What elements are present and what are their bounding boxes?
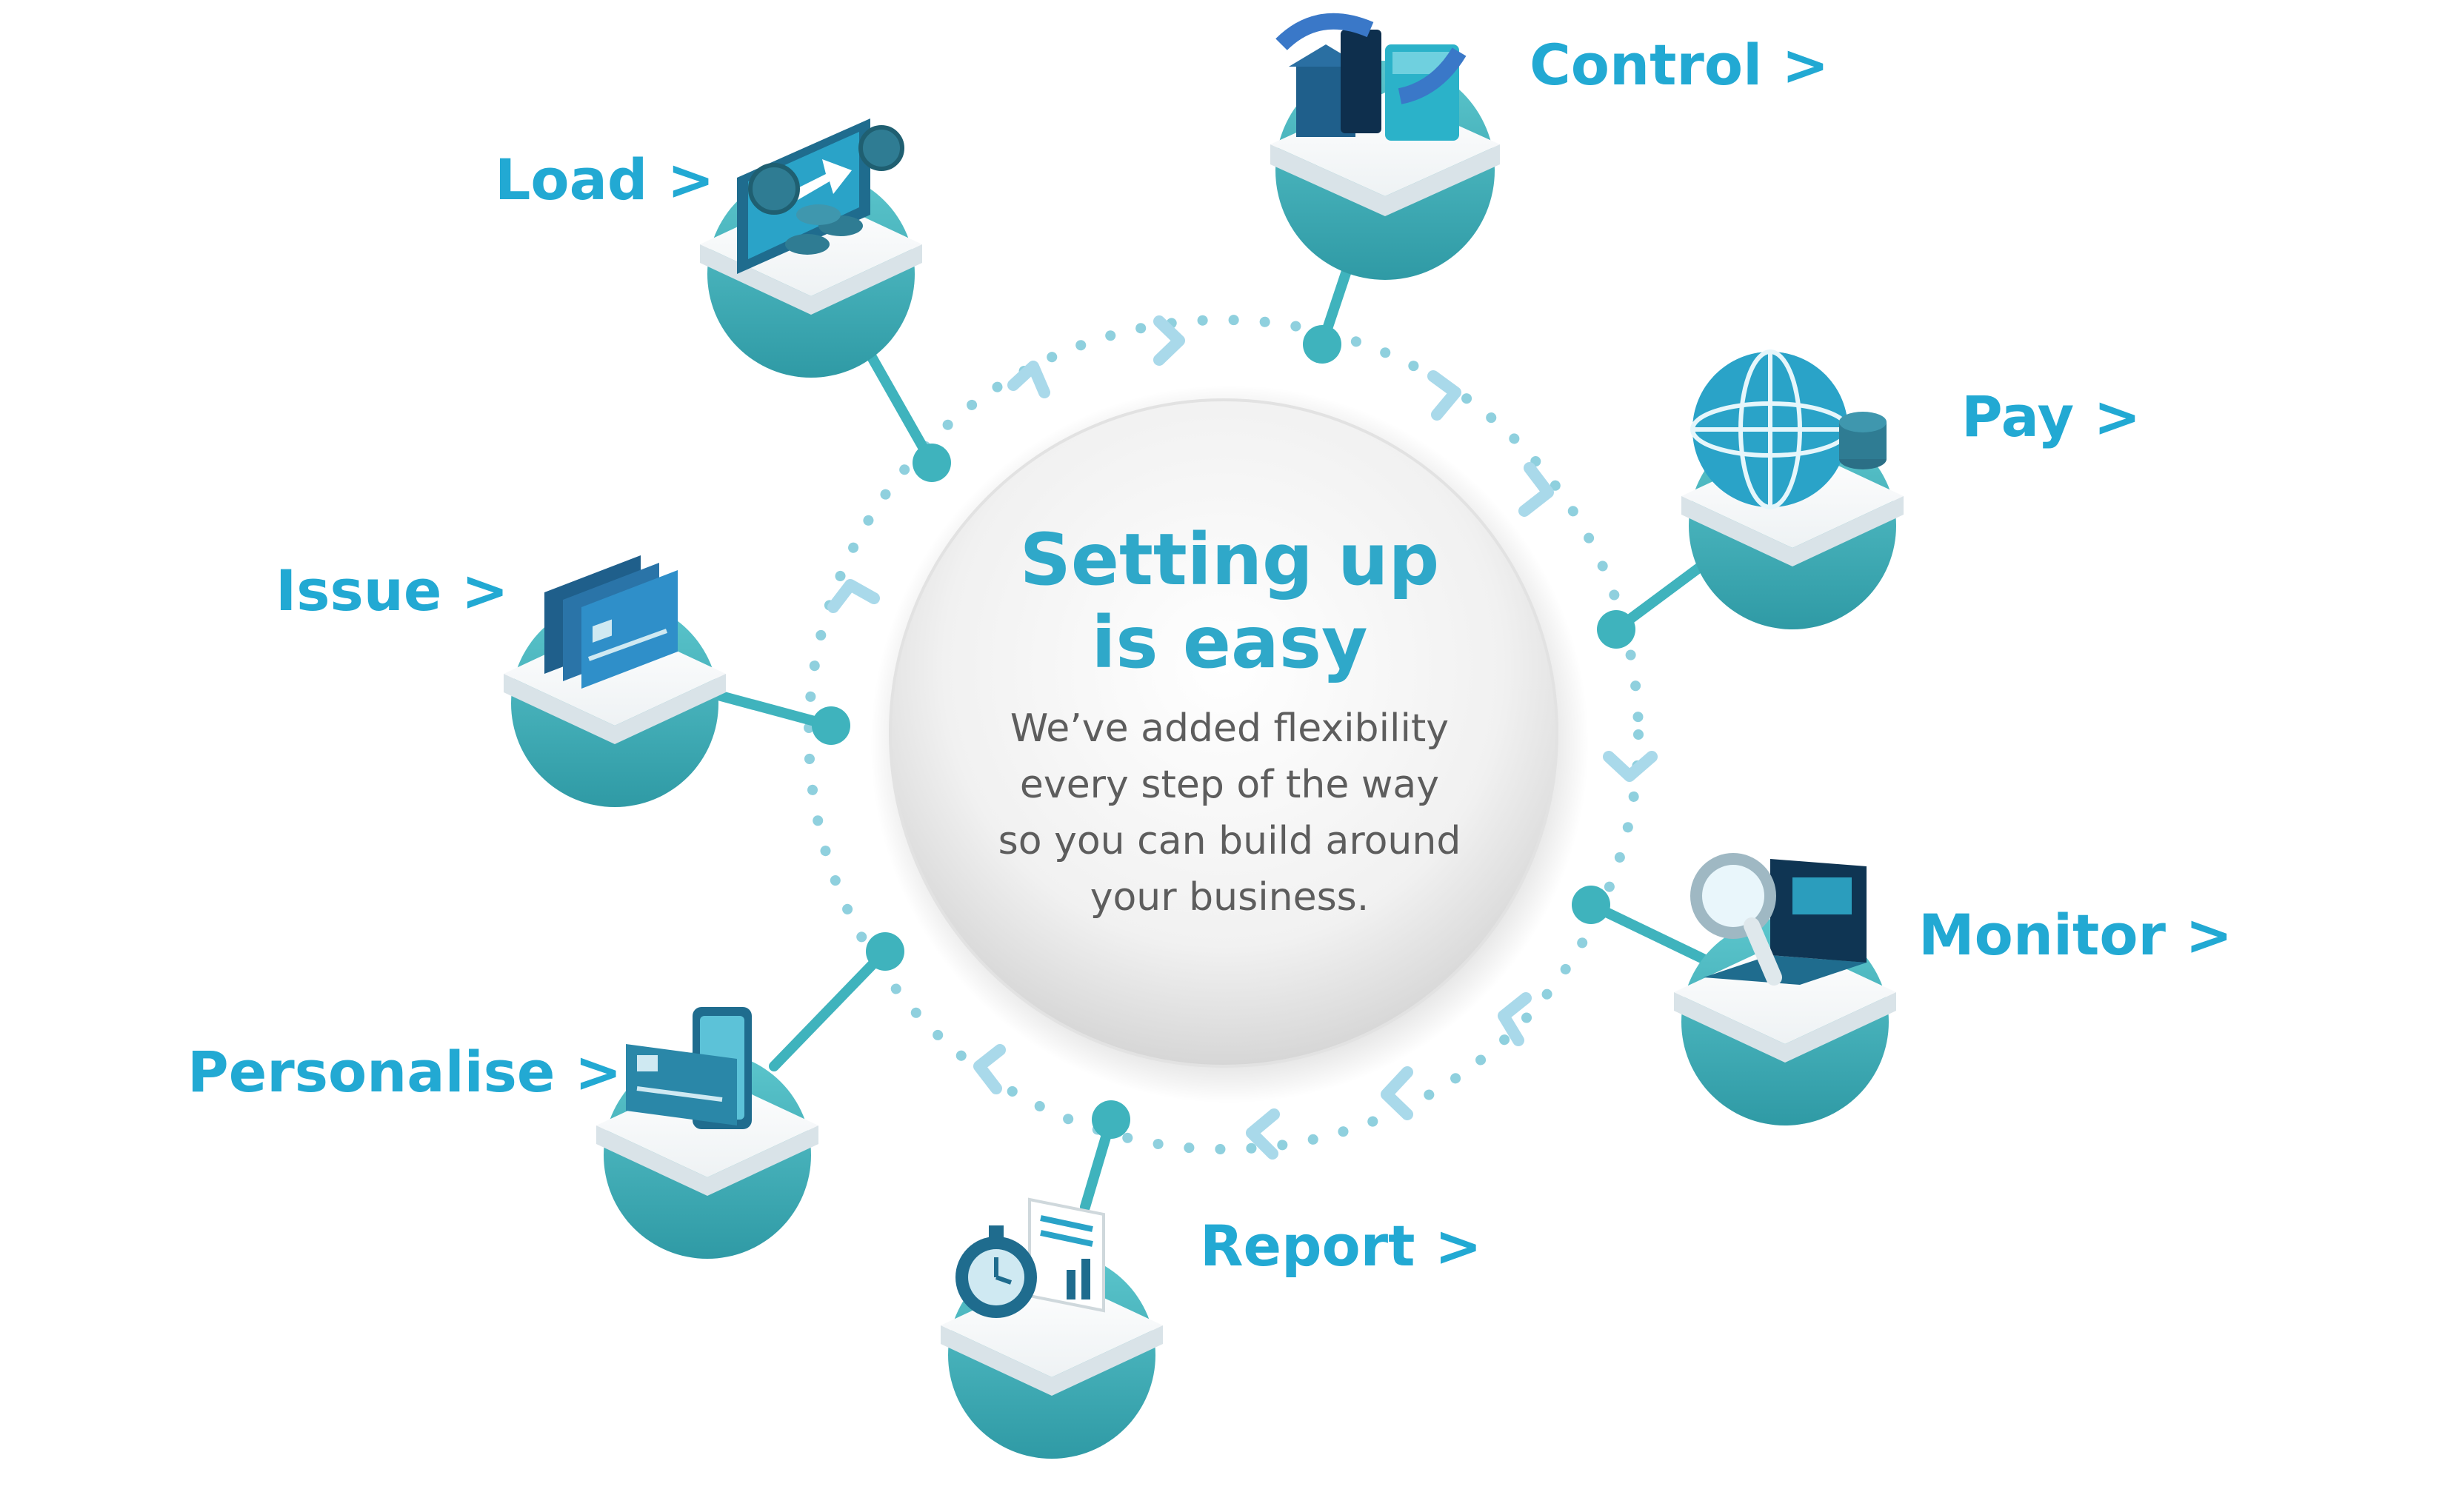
- hub-description-line: your business.: [1090, 875, 1370, 920]
- screen-coins-arrow-icon: [737, 118, 904, 274]
- connector-dot: [1572, 886, 1610, 924]
- connector-dots: [812, 325, 1635, 1139]
- branded-card-phone-icon: [626, 1007, 752, 1129]
- monitor-link[interactable]: Monitor >: [1918, 902, 2233, 968]
- hub-circle: [889, 398, 1558, 1068]
- icon-tile-side: [504, 674, 726, 744]
- connector-monitor: [1586, 900, 1716, 968]
- step-issue[interactable]: [504, 555, 726, 807]
- control-link[interactable]: Control >: [1530, 32, 1829, 98]
- chevron-left-icon: [1381, 1066, 1413, 1120]
- hub-description-line: so you can build around: [998, 819, 1461, 863]
- chevron-right-icon: [1427, 370, 1461, 421]
- hub-description-line: every step of the way: [1019, 763, 1440, 807]
- orbit-dotted-ring: [804, 315, 1644, 1154]
- laptop-magnifier-icon: [1690, 853, 1867, 986]
- connector-dot: [1597, 610, 1635, 649]
- icon-tile-side: [1681, 496, 1904, 566]
- chevron-up-icon: [1007, 361, 1050, 398]
- chevron-right-icon: [1518, 462, 1554, 517]
- issue-link[interactable]: Issue >: [276, 558, 509, 623]
- icon-tile-side: [596, 1125, 818, 1196]
- chevron-right-icon: [1153, 315, 1185, 366]
- connector-dot: [866, 932, 904, 971]
- chevron-left-icon: [1246, 1108, 1280, 1160]
- step-pay[interactable]: [1681, 349, 1904, 629]
- chevron-down-icon: [1603, 751, 1658, 782]
- hub-title: Setting up is easy: [896, 518, 1563, 684]
- connector-dot: [1303, 325, 1341, 364]
- icon-tile-side: [700, 244, 922, 315]
- connector-dot: [1092, 1100, 1130, 1139]
- step-personalise[interactable]: [596, 1007, 818, 1259]
- connector-issue: [702, 687, 836, 731]
- hub-title-line-1: Setting up: [1019, 518, 1440, 601]
- hub-title-line-2: is easy: [1091, 601, 1368, 684]
- stopwatch-report-icon: [955, 1197, 1105, 1318]
- hub-description-line: We’ve added flexibility: [1010, 706, 1450, 751]
- chevron-up-icon: [827, 579, 880, 613]
- bank-card-sync-icon: [1275, 13, 1467, 141]
- connector-dot: [812, 706, 850, 745]
- step-monitor[interactable]: [1674, 853, 1896, 1125]
- connector-personalise: [769, 946, 890, 1071]
- icon-tile-side: [941, 1325, 1163, 1396]
- icon-tile-side: [1270, 144, 1500, 216]
- connector-dot: [913, 444, 951, 482]
- card-stack-icon: [544, 555, 678, 689]
- personalise-link[interactable]: Personalise >: [187, 1039, 622, 1105]
- step-report[interactable]: [941, 1197, 1163, 1459]
- report-link[interactable]: Report >: [1200, 1213, 1482, 1279]
- pay-link[interactable]: Pay >: [1961, 384, 2141, 449]
- step-load[interactable]: [700, 118, 922, 378]
- hub-text: Setting up is easy We’ve added flexibili…: [896, 518, 1563, 926]
- load-link[interactable]: Load >: [495, 147, 715, 213]
- orbit-chevrons: [827, 315, 1658, 1160]
- hub-description: We’ve added flexibility every step of th…: [896, 700, 1563, 926]
- icon-tile-side: [1674, 992, 1896, 1063]
- globe-coins-icon: [1690, 349, 1887, 509]
- step-control[interactable]: [1270, 13, 1500, 280]
- connector-load: [861, 343, 937, 468]
- chevron-left-icon: [973, 1044, 1006, 1094]
- chevron-left-icon: [1498, 992, 1532, 1046]
